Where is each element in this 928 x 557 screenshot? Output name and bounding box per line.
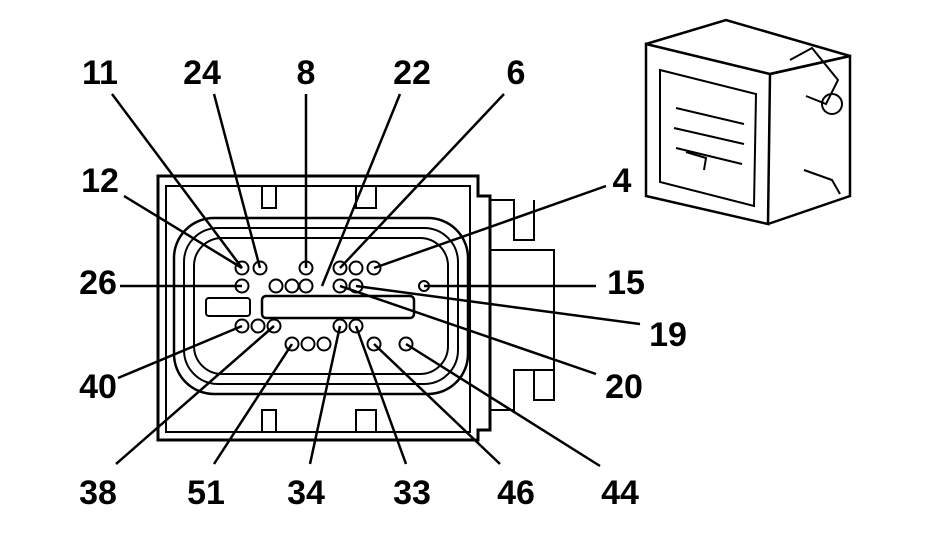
- leader-line-40: [117, 324, 243, 380]
- leader-line-24: [212, 93, 262, 269]
- connector-face: [156, 174, 555, 442]
- pin-hole: [298, 278, 314, 294]
- pin-label-26: 26: [79, 264, 117, 302]
- pin-hole: [348, 260, 364, 276]
- pin-label-22: 22: [393, 54, 431, 92]
- pin-hole: [284, 278, 300, 294]
- pin-label-46: 46: [497, 474, 535, 512]
- latch-upper: [490, 199, 535, 241]
- inset-latch-knob: [821, 93, 843, 115]
- latch-bracket: [490, 249, 555, 411]
- inset-pin-row-1: [675, 107, 745, 125]
- cavity-ring-inner: [193, 237, 449, 375]
- pin-label-51: 51: [187, 474, 225, 512]
- pin-label-24: 24: [183, 54, 221, 92]
- leader-line-20: [339, 284, 597, 376]
- pin-label-34: 34: [287, 474, 325, 512]
- pin-hole: [300, 336, 316, 352]
- inset-pin-row-3: [675, 147, 743, 165]
- pin-label-44: 44: [601, 474, 639, 512]
- center-key-bar: [260, 294, 416, 320]
- leader-line-46: [373, 343, 501, 465]
- left-key-slot: [205, 297, 251, 317]
- pin-hole: [250, 318, 266, 334]
- inset-front-rib: [685, 151, 708, 171]
- inset-side-face: [767, 54, 852, 226]
- pin-label-6: 6: [507, 54, 526, 92]
- inset-pin-row-2: [673, 127, 745, 145]
- leader-line-34: [308, 325, 342, 465]
- leader-lines: [110, 93, 641, 468]
- pin-label-40: 40: [79, 368, 117, 406]
- connector-perspective-view: [644, 18, 852, 226]
- pin-hole: [316, 336, 332, 352]
- cavity-ring-middle: [183, 227, 459, 385]
- bottom-tab-right: [355, 409, 377, 432]
- pin-label-38: 38: [79, 474, 117, 512]
- pin-label-33: 33: [393, 474, 431, 512]
- pin-label-11: 11: [82, 54, 118, 92]
- pin-label-12: 12: [81, 162, 119, 200]
- leader-line-19: [355, 284, 641, 326]
- inset-inner-frame: [659, 68, 758, 208]
- leader-line-33: [354, 325, 408, 465]
- leader-line-4: [373, 184, 607, 270]
- bottom-tab-left: [261, 409, 277, 432]
- top-tab-right: [355, 186, 377, 209]
- inset-side-tab: [803, 169, 841, 195]
- leader-line-11: [110, 93, 244, 269]
- inset-latch: [789, 46, 840, 106]
- housing-outline: [156, 174, 492, 442]
- inset-top-face: [645, 18, 851, 76]
- top-tab-left: [261, 186, 277, 209]
- housing-inner-outline: [165, 185, 471, 433]
- leader-line-38: [115, 325, 275, 465]
- pin-hole: [268, 278, 284, 294]
- leader-line-12: [123, 194, 243, 270]
- leader-line-44: [405, 342, 601, 468]
- leader-line-51: [212, 343, 294, 465]
- leader-line-6: [339, 93, 505, 269]
- cavity-ring-outer: [172, 216, 470, 396]
- leader-line-22: [320, 93, 402, 287]
- pin-label-20: 20: [605, 368, 643, 406]
- pin-label-8: 8: [297, 54, 316, 92]
- pin-label-15: 15: [607, 264, 645, 302]
- pin-label-4: 4: [613, 162, 632, 200]
- pin-label-19: 19: [649, 316, 687, 354]
